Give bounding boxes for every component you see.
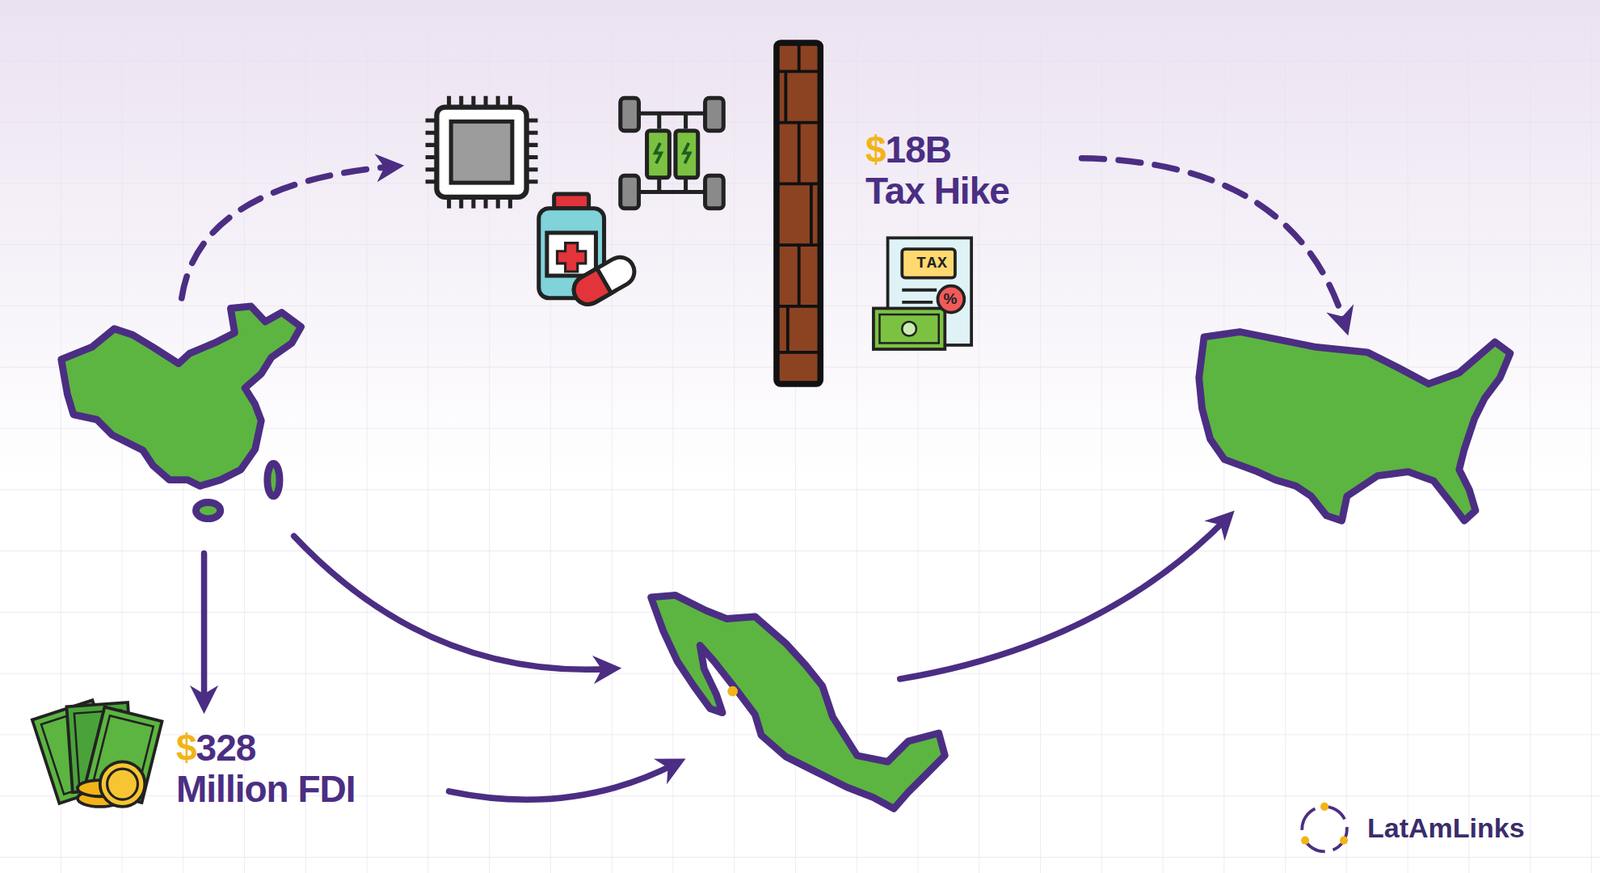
tariff-wall xyxy=(776,42,821,384)
tax-hike-label: $18B Tax Hike xyxy=(865,129,1013,211)
arrow xyxy=(449,763,676,800)
dashed-arrow xyxy=(181,166,393,299)
hainan-map xyxy=(195,501,220,518)
logo-mark xyxy=(1301,802,1348,852)
usa-map xyxy=(1199,332,1511,522)
fdi-label: $328 Million FDI xyxy=(176,727,359,809)
percent-sign: % xyxy=(943,290,960,308)
ev-battery-icon xyxy=(620,97,725,208)
city-dot xyxy=(727,686,738,697)
tax-icon-text: TAX xyxy=(916,254,951,273)
dashed-arrow xyxy=(1082,158,1346,325)
arrow xyxy=(294,535,611,670)
mexico-map xyxy=(651,594,946,809)
arrow xyxy=(900,518,1227,679)
chip-icon xyxy=(425,96,539,209)
medicine-icon xyxy=(538,193,640,310)
taiwan-map xyxy=(267,463,280,496)
money-icon xyxy=(32,699,163,807)
tax-document-icon xyxy=(873,237,972,350)
china-map xyxy=(61,306,302,486)
arrow xyxy=(201,553,208,703)
brand-name: LatAmLinks xyxy=(1367,812,1527,843)
